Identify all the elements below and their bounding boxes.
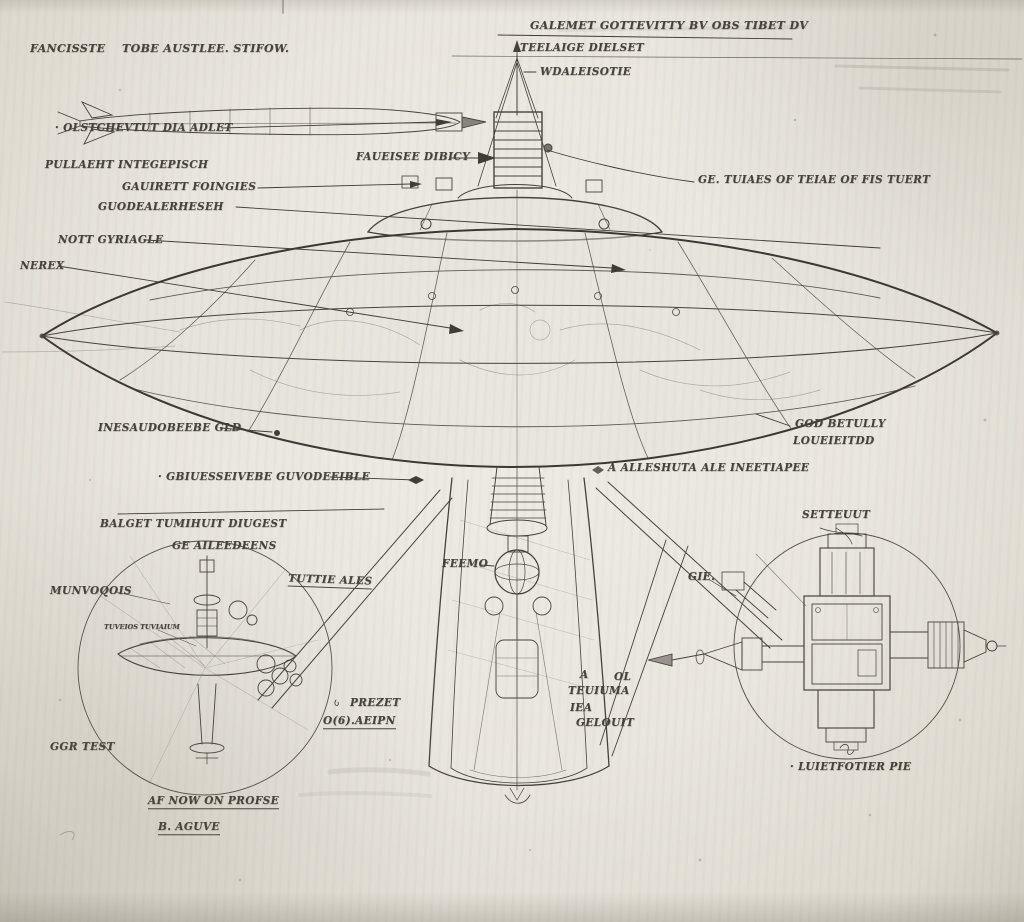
label-inset-right-title: SETTEUUT [802, 508, 871, 522]
label-gauirett: GAUIRETT FOINGIES [122, 180, 257, 194]
label-note-a: AF NOW ON PROFSE [148, 795, 280, 810]
saucer-hull [1, 227, 1000, 469]
label-skirt-left: · GBIUESSEIVEBE GUVODEEIBLE [158, 470, 371, 484]
label-inset-right-caption: · LUIETFOTIER PIE [790, 760, 912, 774]
label-tuttie: TUTTIE ALES [287, 572, 373, 590]
label-torpedo: · OLSTCHEVTUT DIA ADLET [55, 121, 233, 135]
label-col-c: TEUIUMA [568, 684, 630, 698]
right-inset-detail [647, 523, 1007, 760]
label-not-gyriale: NOTT GYRIAGLE [58, 233, 164, 247]
label-guodeal: GUODEALERHESEH [98, 200, 224, 214]
label-mast-collar: FAUEISEE DIBICY [356, 150, 470, 164]
label-col-a: A [580, 668, 589, 682]
label-top-left-a: FANCISSTE [30, 41, 106, 56]
label-aeipn: O(6).AEIPN [323, 715, 396, 730]
label-inset-left-title-a: BALGET TUMIHUIT DIUGEST [100, 517, 287, 531]
label-tiny-inset: TUVEIOS TUVIAIUM [104, 622, 180, 632]
label-mast-top: WDALEISOTIE [540, 65, 632, 79]
label-feemo: FEEMO [442, 557, 489, 571]
label-note-b: B. AGUVE [158, 821, 220, 836]
label-nerex: NEREX [20, 259, 65, 273]
label-col-b: OL [614, 670, 632, 684]
label-top-left-b: TOBE AUSTLEE. STIFOW. [122, 41, 290, 56]
label-prezet: PREZET [350, 696, 401, 710]
label-right-hull-b: LOUEIEITDD [793, 434, 875, 448]
leader-lines [57, 34, 1023, 706]
label-inset-left-title-b: GE AILEEDEENS [172, 539, 277, 553]
label-gie: GIE. [688, 570, 716, 584]
label-top-right-title: GALEMET GOTTEVITTY BV OBS TIBET DV [530, 18, 809, 33]
support-struts [257, 481, 783, 757]
label-col-e: GELOUIT [576, 716, 635, 730]
label-ggr: GGR TEST [50, 740, 115, 754]
label-right-hull-a: GOD BETULLY [795, 417, 886, 431]
paper-smudges [58, 0, 1010, 882]
label-top-right-sub: TEELAIGE DIELSET [520, 41, 645, 55]
landing-column-skirt [428, 466, 610, 804]
label-pullet: PULLAEHT INTEGEPISCH [45, 158, 209, 172]
label-tulle-right: GE. TUIAES OF TEIAE OF FIS TUERT [698, 173, 931, 187]
label-hull-left: INESAUDOBEEBE GLD [98, 421, 242, 435]
label-col-d: IEA [570, 701, 593, 715]
label-column-right: A ALLESHUTA ALE INEETIAPEE [608, 461, 810, 475]
mast [477, 54, 557, 189]
left-inset-detail [77, 540, 333, 796]
label-munvoqois: MUNVOQOIS [50, 584, 132, 598]
dome [367, 177, 663, 242]
